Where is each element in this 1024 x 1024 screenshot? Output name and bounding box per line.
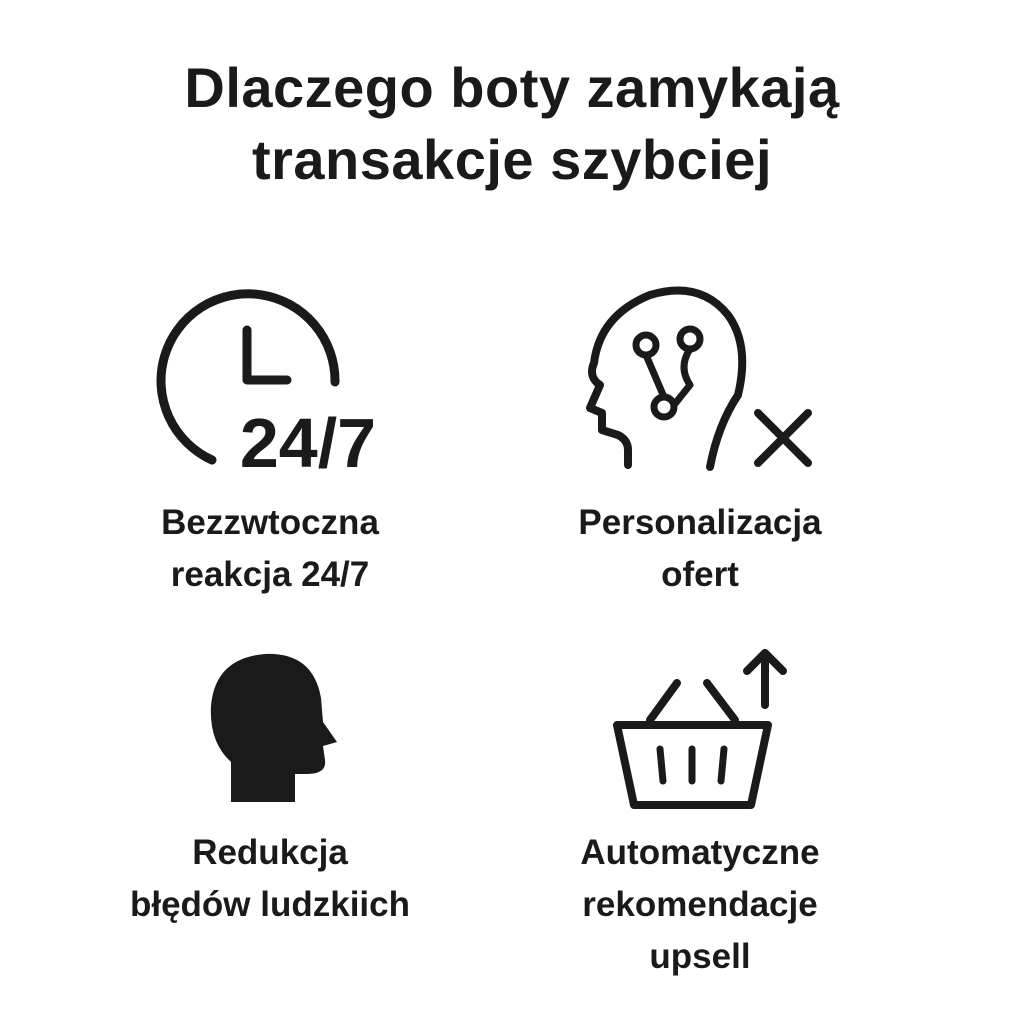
head-silhouette-icon — [205, 650, 345, 805]
feature-label-error-reduction: Redukcja błędów ludzkiich — [129, 833, 411, 924]
head-circuit-x-icon — [560, 285, 830, 485]
clock-24-7-text: 24/7 — [240, 404, 376, 482]
feature-label-upsell: Automatyczne rekomendacje upsell — [580, 833, 820, 976]
title-line-2: transakcje szybciej — [251, 128, 773, 191]
page-title: Dlaczego boty zamykają transakcje szybci… — [40, 52, 984, 196]
clock-24-7-icon: 24/7 — [150, 285, 400, 485]
feature-label-personalization: Personalizacja ofert — [578, 503, 822, 594]
basket-arrow-up-icon — [605, 645, 815, 815]
feature-label-response: Bezzwtoczna reakcja 24/7 — [161, 503, 379, 594]
title-line-1: Dlaczego boty zamykają — [184, 56, 840, 119]
